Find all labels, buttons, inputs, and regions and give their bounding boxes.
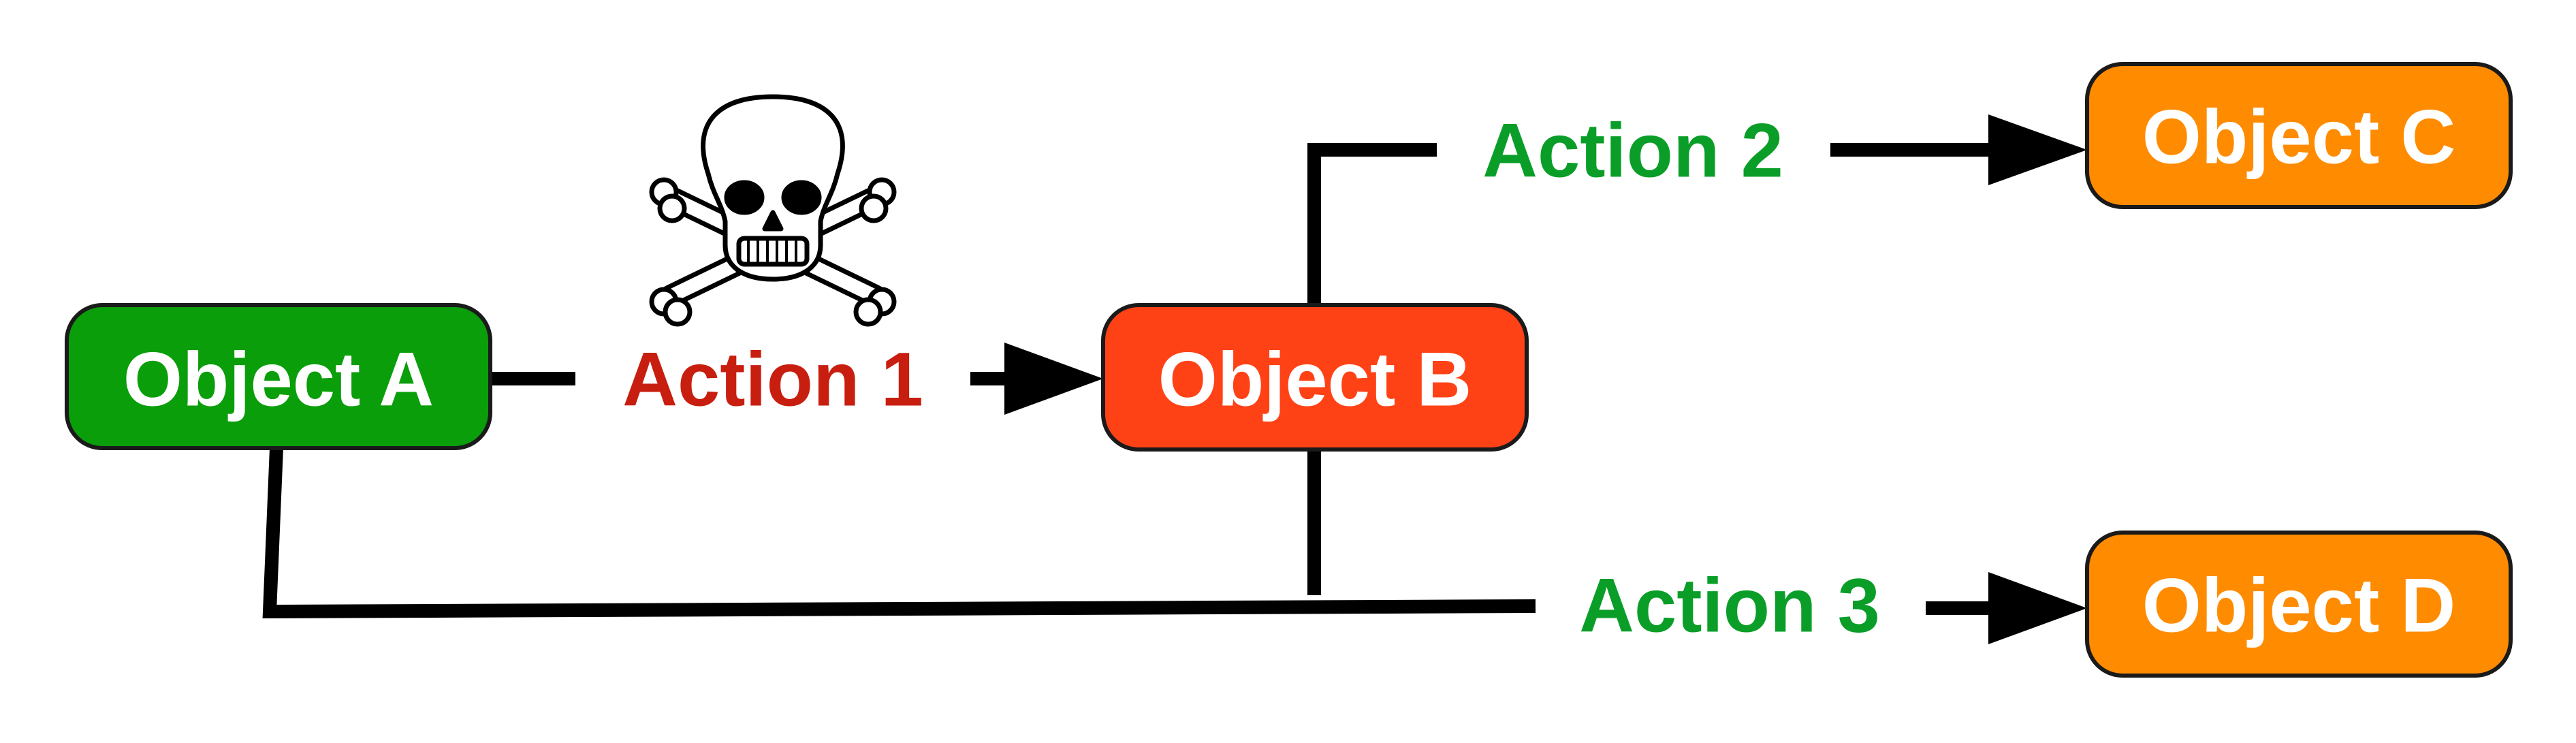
connectors [262,114,2087,644]
connector-a-to-action-3 [262,447,1536,619]
skull-eye-right [781,180,822,215]
object-c-label: Object C [2142,95,2456,180]
object-c-box [2085,62,2513,209]
object-a-box [65,303,492,450]
action-1-label: Action 1 [622,337,923,422]
object-d-label: Object D [2142,563,2456,648]
action-2-label: Action 2 [1482,108,1783,193]
object-b-label: Object B [1158,337,1472,422]
skull-outline [701,94,845,282]
skull-eye-left [724,180,765,215]
skull-nose [762,210,784,232]
object-a-label: Object A [123,337,434,422]
connector-b-to-action-2 [1307,143,1437,306]
object-b-box [1101,303,1529,452]
skull-and-crossbones-icon [649,94,897,327]
arrowhead-action-3 [1988,572,2087,644]
node-object-a[interactable]: Object A [65,303,492,450]
node-object-c[interactable]: Object C [2085,62,2513,209]
skull-teeth [736,236,810,267]
action-3-label: Action 3 [1579,563,1880,648]
arrowhead-action-1 [1004,343,1103,415]
node-object-d[interactable]: Object D [2085,531,2513,678]
node-object-b[interactable]: Object B [1101,303,1529,452]
object-d-box [2085,531,2513,678]
arrowhead-action-2 [1988,114,2087,185]
skull-teeth-lines [747,237,797,266]
